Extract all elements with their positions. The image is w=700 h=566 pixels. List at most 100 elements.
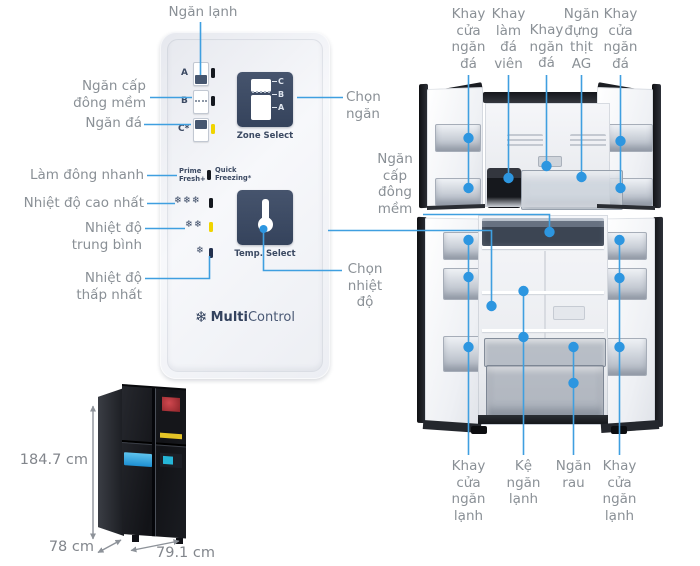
zone-a-led — [211, 68, 215, 78]
mini-front-face — [122, 386, 186, 539]
callout-fridge-door-tray-right: Khay cửa ngăn lạnh — [602, 458, 637, 524]
freezer-vent-right — [570, 134, 606, 148]
temp-select-caption: Temp. Select — [234, 249, 296, 259]
mini-energy-sticker-image — [163, 455, 173, 465]
dimension-height: 184.7 cm — [19, 452, 88, 468]
zone-display-divider — [252, 91, 270, 93]
temp-mid-led — [209, 222, 213, 232]
zone-display-freezer-box — [251, 79, 271, 92]
center-divider — [544, 251, 546, 339]
mini-sticker-food-image — [162, 396, 180, 413]
callout-soft-freeze-left: Ngăn cấp đông mềm — [73, 78, 146, 111]
temp-mid-snowflakes: ❄❄ — [185, 219, 203, 230]
zone-select-button: C B A — [237, 72, 293, 127]
zone-level-a: A — [278, 103, 285, 112]
prime-fresh-label: Prime Fresh+ — [179, 167, 206, 183]
fridge-interior — [478, 215, 608, 425]
zone-indicator-b-dash — [195, 100, 207, 102]
snowflake-icon: ❄ — [195, 308, 208, 326]
ice-tray — [538, 156, 562, 167]
fridge-right-door-bin-1 — [605, 232, 647, 260]
freezer-right-door-edge — [652, 83, 661, 209]
mini-yellow-strip — [160, 432, 182, 440]
zone-tick-a — [272, 107, 277, 108]
mini-handle-highlight — [155, 388, 156, 537]
callout-quick-freeze: Làm đông nhanh — [30, 167, 144, 183]
zone-level-c: C — [278, 77, 284, 86]
freezer-left-door-bottom — [427, 203, 485, 211]
zone-indicator-a-icon — [193, 62, 209, 86]
freezer-floor-shadow — [485, 197, 610, 207]
freezer-right-door-bin-1 — [607, 124, 653, 152]
logo-control: Control — [247, 310, 295, 325]
callout-zone-select: Chọn ngăn — [346, 89, 381, 122]
callout-freezer-door-tray-right: Khay cửa ngăn đá — [603, 6, 638, 72]
callout-fridge-shelf: Kệ ngăn lạnh — [506, 458, 541, 507]
fridge-base — [478, 415, 608, 424]
zone-indicator-c-icon — [193, 118, 209, 142]
zone-tick-b — [272, 94, 277, 95]
mini-foot-left — [132, 535, 139, 542]
dimension-depth: 78 cm — [48, 539, 94, 555]
zone-indicator-b-icon — [193, 90, 209, 114]
thermometer-icon — [262, 199, 269, 222]
callout-fridge-door-tray-left: Khay cửa ngăn lạnh — [451, 458, 486, 524]
open-fridge-photo — [415, 76, 665, 438]
quick-freezing-label: Quick Freezing* — [215, 166, 252, 182]
callout-vegetable-drawer: Ngăn rau — [555, 458, 592, 491]
temp-high-led — [209, 198, 213, 208]
callout-fresh-compartment: Ngăn lạnh — [168, 4, 238, 20]
callout-soft-freeze-right: Ngăn cấp đông mềm — [377, 151, 413, 217]
callout-freezer-door-tray-left: Khay cửa ngăn đá — [451, 6, 486, 72]
callout-freezer-tray: Khay ngăn đá — [529, 22, 564, 71]
mini-foot-right — [176, 538, 183, 544]
freezer-left-door-bin-2 — [435, 178, 481, 206]
multicontrol-panel: A B C* C B A Zone Select Prime Fresh+ — [160, 32, 330, 379]
zone-row-b-label: B — [181, 96, 188, 106]
prime-fresh-led — [207, 170, 211, 180]
zone-b-led — [211, 96, 215, 106]
zone-display-fridge-box — [251, 95, 271, 120]
thermometer-bulb — [258, 217, 273, 232]
zone-row-a-label: A — [181, 68, 188, 78]
soft-freeze-drawer — [482, 218, 604, 246]
left-door-hinge-foot — [471, 426, 487, 434]
callout-temp-select: Chọn nhiệt độ — [347, 261, 383, 310]
zone-c-led — [211, 124, 215, 134]
callout-temp-medium: Nhiệt độ trung bình — [71, 220, 142, 253]
zone-row-c-label: C* — [178, 124, 190, 134]
panel-inner-bezel — [167, 39, 323, 372]
right-door-hinge-foot — [611, 426, 627, 434]
glass-shelf-2 — [482, 329, 604, 332]
temp-low-led — [209, 248, 213, 258]
glass-shelf-1 — [482, 291, 604, 294]
mini-side-face — [98, 388, 124, 536]
back-wall-badge — [553, 306, 585, 320]
chiller-drawer — [484, 338, 606, 367]
temp-select-button — [237, 190, 293, 245]
callout-temp-highest: Nhiệt độ cao nhất — [23, 195, 144, 211]
zone-indicator-c-fill — [195, 120, 207, 129]
temp-high-snowflakes: ❄❄❄ — [174, 195, 201, 206]
zone-tick-c — [272, 81, 277, 82]
dimension-width: 79.1 cm — [156, 545, 215, 561]
zone-level-b: B — [278, 90, 285, 99]
logo-multi: Multi — [210, 310, 248, 325]
freezer-cabinet-top — [483, 92, 612, 103]
freezer-vent-left — [507, 134, 543, 148]
freezer-left-door-bin-1 — [435, 124, 481, 152]
callout-ag-meat-drawer: Ngăn đựng thịt AG — [563, 6, 600, 72]
multicontrol-logo: ❄MultiControl — [160, 308, 330, 326]
fridge-right-door-bin-3 — [605, 338, 647, 376]
callout-ice-cube-tray: Khay làm đá viên — [491, 6, 526, 72]
fridge-right-door-bin-2 — [605, 268, 647, 300]
callout-ice-compartment: Ngăn đá — [85, 115, 142, 131]
callout-temp-lowest: Nhiệt độ thấp nhất — [76, 270, 142, 303]
shelf-under-drawer — [482, 246, 604, 249]
mini-blue-banner — [124, 452, 152, 468]
zone-indicator-a-fill — [195, 75, 207, 84]
temp-low-snowflake: ❄ — [196, 245, 205, 256]
zone-select-caption: Zone Select — [236, 131, 294, 141]
closed-fridge-photo — [98, 384, 190, 544]
